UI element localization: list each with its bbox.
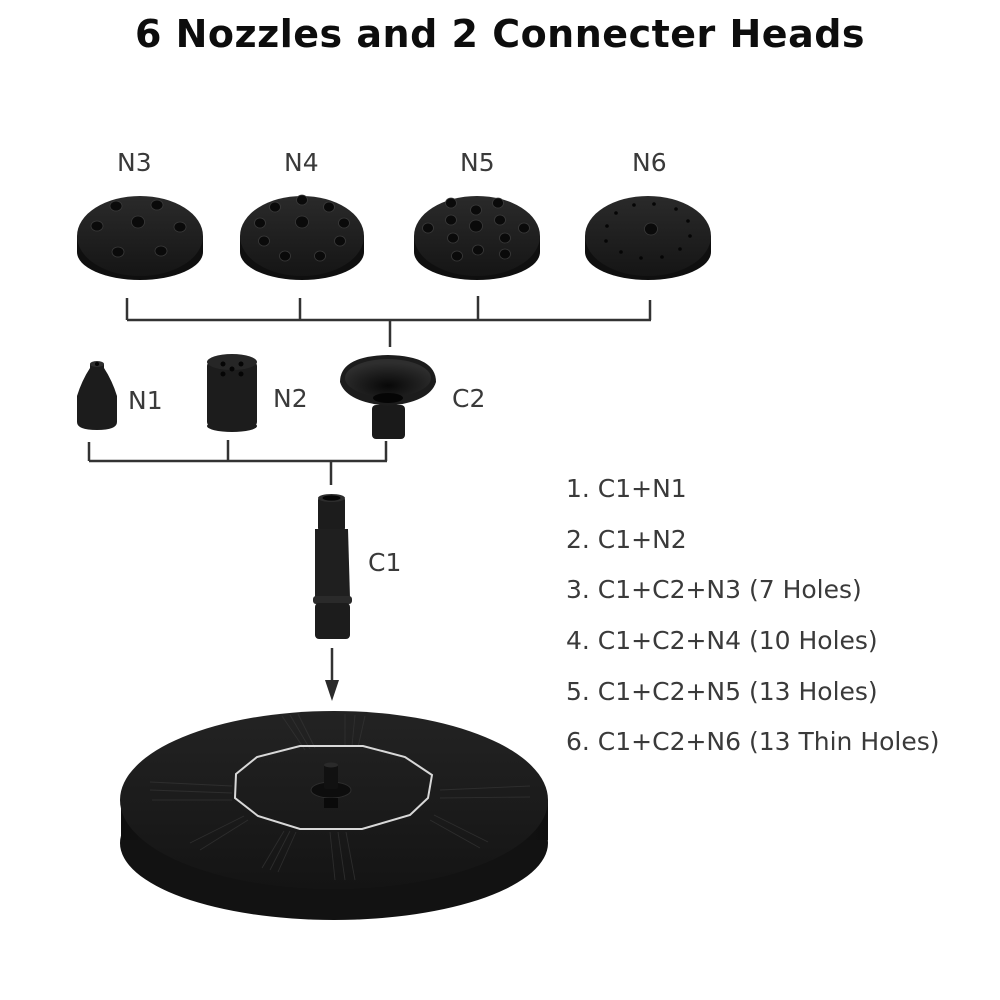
solar-fountain-base-image: [120, 711, 548, 920]
label-n2: N2: [273, 384, 308, 413]
nozzle-n2-image: [207, 354, 257, 432]
nozzle-n3-image: [77, 196, 203, 280]
nozzle-n4-image: [240, 194, 364, 280]
nozzle-n1-image: [77, 361, 117, 430]
label-c2: C2: [452, 384, 486, 413]
nozzle-n5-image: [414, 196, 540, 280]
label-n3: N3: [117, 148, 152, 177]
combination-item: 5. C1+C2+N5 (13 Holes): [566, 676, 878, 706]
label-n1: N1: [128, 386, 163, 415]
combination-item: 6. C1+C2+N6 (13 Thin Holes): [566, 727, 940, 757]
connector-c2-image: [340, 355, 436, 439]
nozzle-n6-image: [585, 196, 711, 280]
combination-item: 4. C1+C2+N4 (10 Holes): [566, 626, 878, 656]
label-n6: N6: [632, 148, 667, 177]
down-arrow-icon: [325, 648, 339, 701]
connector-c1-image: [313, 494, 352, 639]
combination-item: 3. C1+C2+N3 (7 Holes): [566, 575, 862, 605]
label-n4: N4: [284, 148, 319, 177]
label-c1: C1: [368, 548, 402, 577]
combination-list: 1. C1+N1 2. C1+N2 3. C1+C2+N3 (7 Holes) …: [566, 474, 940, 778]
connector-bracket-middle: [87, 440, 388, 485]
combination-item: 1. C1+N1: [566, 474, 687, 503]
label-n5: N5: [460, 148, 495, 177]
page-title: 6 Nozzles and 2 Connecter Heads: [134, 12, 866, 56]
connector-bracket-top: [125, 296, 652, 347]
combination-item: 2. C1+N2: [566, 524, 687, 554]
